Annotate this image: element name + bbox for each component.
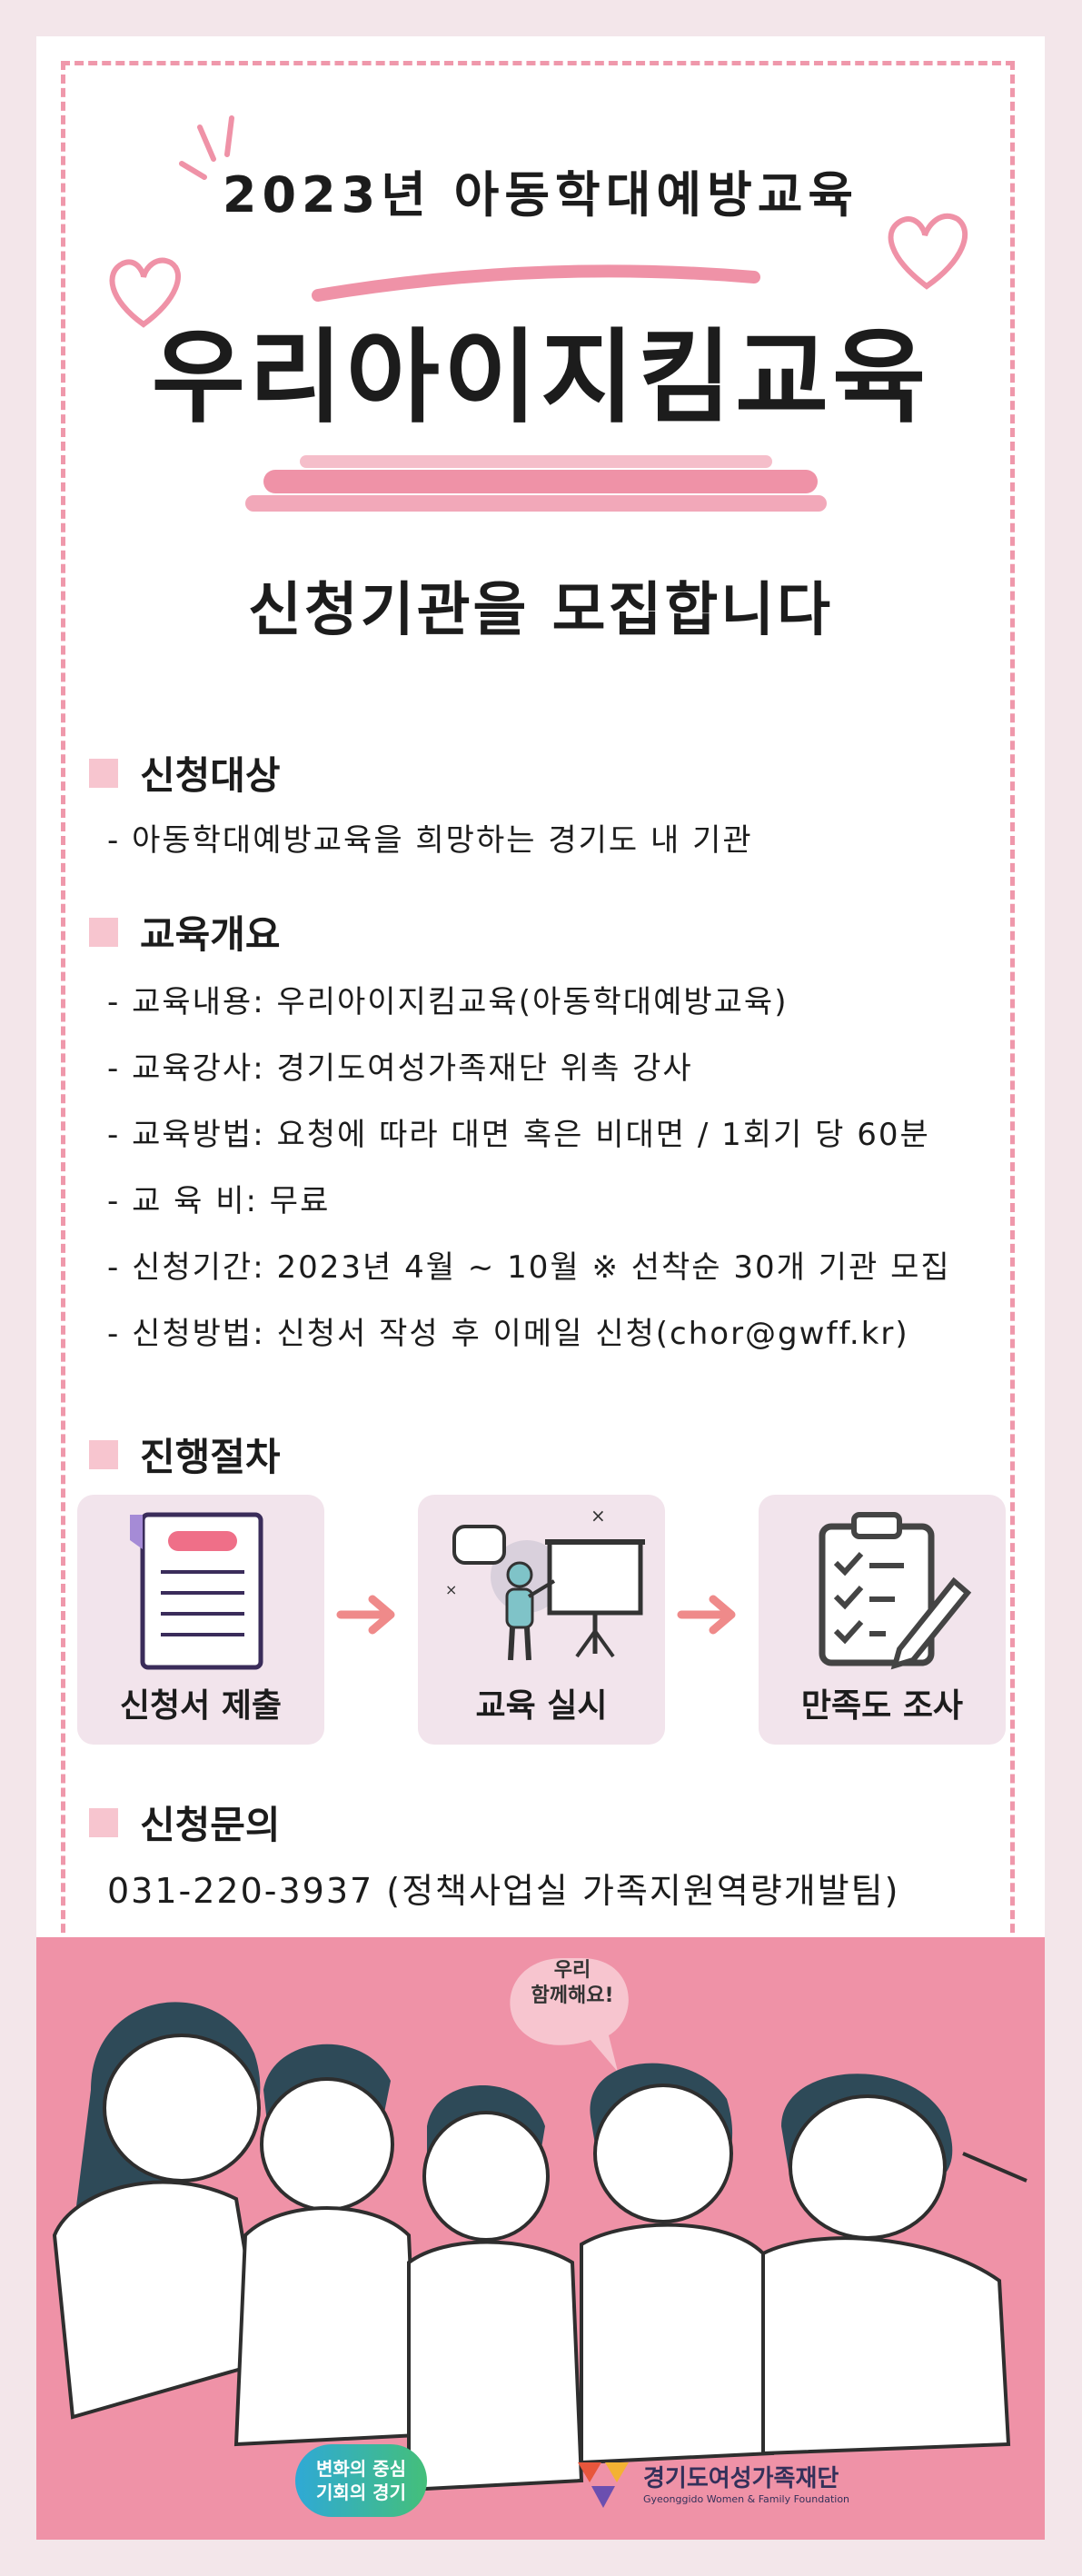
presentation-icon: × × (445, 1505, 645, 1661)
bubble-line-1: 우리 (553, 1959, 591, 1982)
target-line: - 아동학대예방교육을 희망하는 경기도 내 기관 (107, 822, 753, 859)
right-heart-decoration (888, 213, 968, 290)
overview-line-content: - 교육내용: 우리아이지킴교육(아동학대예방교육) (107, 984, 789, 1020)
process-step-submit: 신청서 제출 (77, 1495, 324, 1745)
section-title: 교육개요 (140, 912, 281, 957)
speech-bubble-text: 우리 함께해요! (518, 1958, 627, 2008)
foundation-logo: 경기도여성가족재단 Gyeonggido Women & Family Foun… (574, 2453, 849, 2511)
poster: 2023년 아동학대예방교육 우리아이지킴교육 신청기관을 모집합니다 신청대상… (36, 36, 1045, 2540)
sparkle-lines-decoration (179, 115, 234, 180)
overview-line-method: - 교육방법: 요청에 따라 대면 혹은 비대면 / 1회기 당 60분 (107, 1117, 930, 1153)
main-title: 우리아이지킴교육 (151, 319, 930, 437)
process-step-education: × × 교육 실시 (418, 1495, 665, 1745)
foundation-name-en: Gyeonggido Women & Family Foundation (643, 2493, 850, 2505)
section-title: 진행절차 (140, 1435, 281, 1479)
foundation-logo-icon (578, 2462, 629, 2508)
badge-line-2: 기회의 경기 (316, 2482, 406, 2503)
square-bullet-icon (89, 758, 118, 788)
bubble-line-2: 함께해요! (531, 1984, 614, 2007)
bottom-brush-stroke (245, 455, 827, 512)
svg-text:×: × (445, 1581, 457, 1598)
overview-line-period: - 신청기간: 2023년 4월 ~ 10월 ※ 선착순 30개 기관 모집 (107, 1249, 951, 1286)
section-heading-process: 진행절차 (89, 1427, 281, 1482)
square-bullet-icon (89, 1807, 118, 1837)
section-heading-contact: 신청문의 (89, 1795, 281, 1850)
overview-line-fee: - 교 육 비: 무료 (107, 1183, 331, 1219)
square-bullet-icon (89, 1439, 118, 1469)
svg-text:×: × (591, 1505, 606, 1527)
section-heading-target: 신청대상 (89, 745, 281, 801)
gyeonggi-slogan-badge: 변화의 중심 기회의 경기 (295, 2444, 427, 2517)
sub-title: 신청기관을 모집합니다 (247, 577, 834, 644)
arrow-right-icon (677, 1595, 736, 1635)
section-title: 신청문의 (140, 1803, 281, 1847)
arrow-right-icon (336, 1595, 395, 1635)
process-step-survey: 만족도 조사 (759, 1495, 1006, 1745)
document-icon (130, 1512, 263, 1670)
top-title: 2023년 아동학대예방교육 (222, 166, 859, 224)
section-heading-overview: 교육개요 (89, 904, 281, 960)
checklist-icon (819, 1512, 972, 1670)
step-label: 만족도 조사 (800, 1687, 964, 1725)
overview-line-apply: - 신청방법: 신청서 작성 후 이메일 신청(chor@gwff.kr) (107, 1316, 909, 1352)
square-bullet-icon (89, 917, 118, 947)
overview-line-instructor: - 교육강사: 경기도여성가족재단 위촉 강사 (107, 1050, 693, 1087)
badge-line-1: 변화의 중심 (316, 2458, 406, 2480)
foundation-name: 경기도여성가족재단 (643, 2465, 839, 2492)
step-label: 신청서 제출 (119, 1687, 283, 1725)
dashed-border (61, 61, 1015, 1987)
section-title: 신청대상 (140, 753, 281, 798)
children-illustration (52, 1958, 1027, 2492)
top-brush-stroke (312, 264, 760, 302)
step-label: 교육 실시 (475, 1687, 608, 1725)
contact-line: 031-220-3937 (정책사업실 가족지원역량개발팀) (107, 1871, 900, 1911)
left-heart-decoration (109, 257, 181, 328)
